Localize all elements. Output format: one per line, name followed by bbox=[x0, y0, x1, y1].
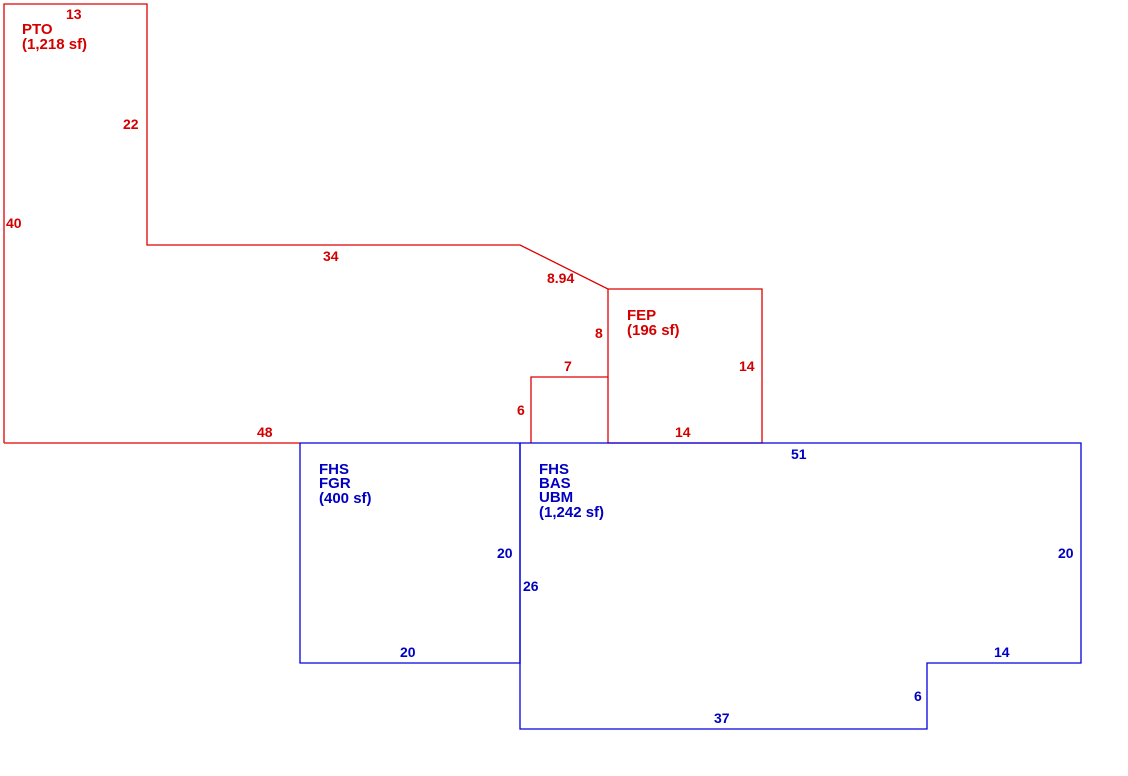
dim-main-left: 26 bbox=[523, 578, 539, 594]
dim-pto-right-upper: 22 bbox=[123, 116, 139, 132]
dim-pto-step-v: 8 bbox=[595, 325, 603, 341]
pto-outline bbox=[3, 3, 609, 443]
dim-main-bottom: 37 bbox=[714, 710, 730, 726]
dim-garage-bottom: 20 bbox=[400, 644, 416, 660]
dim-main-top: 51 bbox=[791, 446, 807, 462]
garage-code1-label: FHS bbox=[319, 461, 349, 478]
dim-main-right: 20 bbox=[1058, 545, 1074, 561]
main-area-label: (1,242 sf) bbox=[539, 504, 604, 521]
dim-pto-top: 13 bbox=[66, 6, 82, 22]
dim-pto-diag: 8.94 bbox=[547, 270, 574, 286]
dim-main-notch-v: 6 bbox=[914, 688, 922, 704]
dim-pto-step-short: 6 bbox=[517, 402, 525, 418]
dim-fep-right: 14 bbox=[739, 358, 755, 374]
main-code1-label: FHS bbox=[539, 461, 569, 478]
garage-area-label: (400 sf) bbox=[319, 490, 372, 507]
main-outline bbox=[519, 442, 1082, 730]
garage-code2-label: FGR bbox=[319, 475, 351, 492]
main-code2-label: BAS bbox=[539, 475, 571, 492]
pto-area-label: (1,218 sf) bbox=[22, 36, 87, 53]
fep-code-label: FEP bbox=[627, 307, 656, 324]
main-code3-label: UBM bbox=[539, 489, 573, 506]
dim-pto-left: 40 bbox=[6, 215, 22, 231]
dim-pto-mid: 34 bbox=[323, 248, 339, 264]
pto-code-label: PTO bbox=[22, 21, 53, 38]
dim-garage-right: 20 bbox=[497, 545, 513, 561]
fep-area-label: (196 sf) bbox=[627, 322, 680, 339]
dim-pto-step-h: 7 bbox=[564, 358, 572, 374]
dim-pto-bottom: 48 bbox=[257, 424, 273, 440]
dim-main-notch-h: 14 bbox=[994, 644, 1010, 660]
dim-fep-bottom: 14 bbox=[675, 424, 691, 440]
